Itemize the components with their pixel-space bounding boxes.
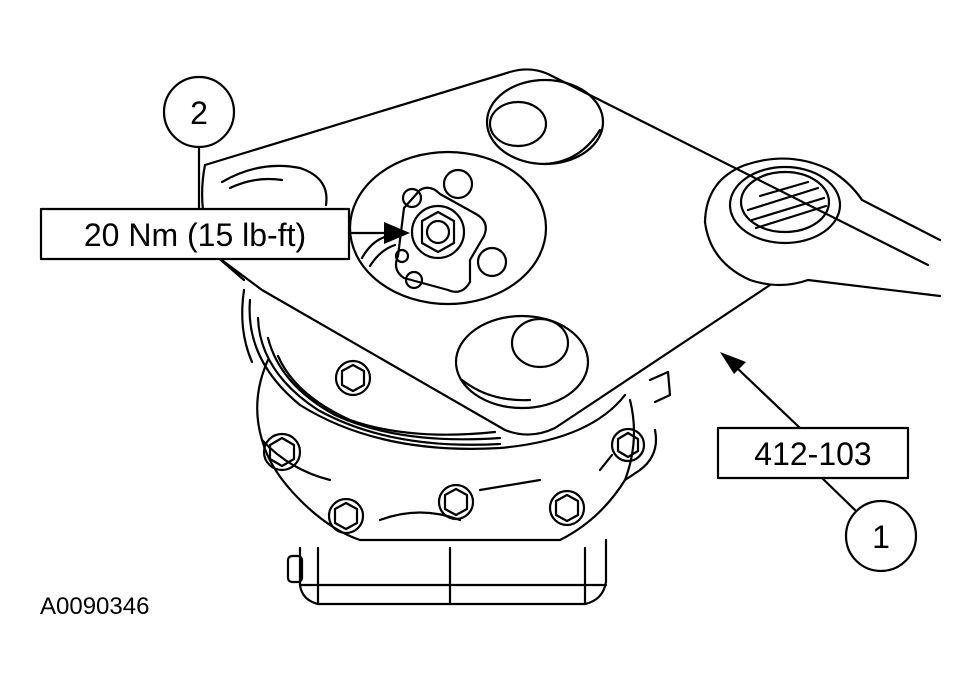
callout-2-number: 2: [190, 95, 208, 131]
tool-arrow-line: [735, 366, 802, 430]
torque-label: 20 Nm (15 lb-ft): [84, 217, 306, 253]
torque-arrow-head: [384, 222, 410, 244]
compressor-body: [241, 288, 672, 606]
callout-1-leader: [820, 476, 857, 512]
callout-1-circle: [844, 499, 918, 573]
clutch-hub-nut: [394, 168, 508, 293]
callout-1-number: 1: [872, 519, 890, 555]
torque-label-box: [39, 207, 351, 261]
callout-1-group: [716, 352, 918, 573]
callout-2-group: [39, 75, 410, 261]
tool-number-label: 412-103: [754, 436, 871, 472]
figure-id: A0090346: [40, 593, 149, 620]
ratchet-wrench: [703, 157, 942, 298]
tool-arrow-head: [720, 352, 746, 374]
tool-number-box: [716, 426, 910, 480]
